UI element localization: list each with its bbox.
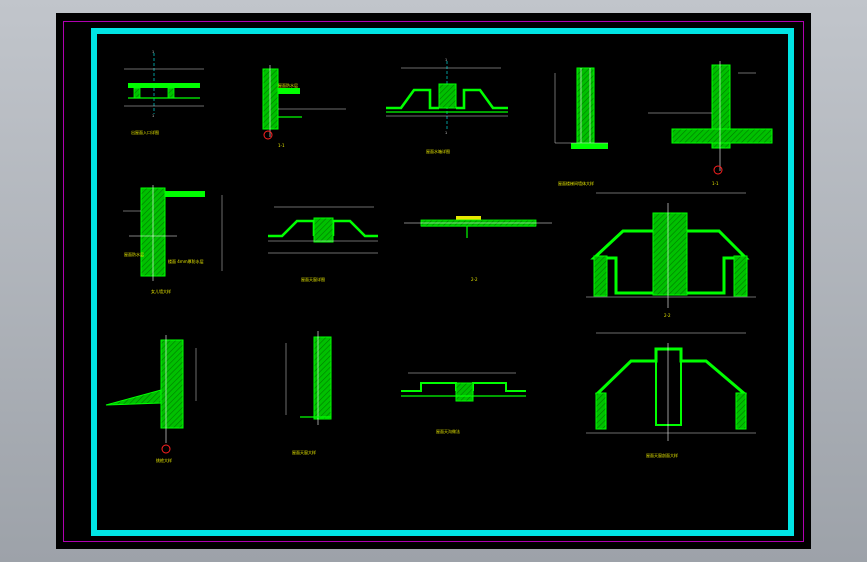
detail-d7[interactable]: 屋面天窗详图 bbox=[268, 206, 378, 282]
svg-text:屋面防水层: 屋面防水层 bbox=[124, 251, 144, 257]
detail-d5-title: 1-1 bbox=[712, 181, 719, 186]
svg-text:屋面防水层: 屋面防水层 bbox=[278, 82, 298, 88]
detail-d8[interactable]: 2-2 bbox=[404, 216, 552, 282]
detail-d5[interactable]: 1-1 bbox=[648, 61, 773, 186]
detail-d3[interactable]: 1 1 屋面水箱详图 bbox=[386, 58, 508, 154]
detail-d3-title: 屋面水箱详图 bbox=[426, 148, 450, 154]
detail-d2-title: 1-1 bbox=[278, 143, 285, 148]
svg-text:1: 1 bbox=[445, 131, 447, 135]
detail-d11-title: 屋面天窗大样 bbox=[292, 449, 316, 455]
detail-d2[interactable]: 屋面防水层 1-1 bbox=[262, 65, 346, 148]
detail-d11[interactable]: 屋面天窗大样 bbox=[285, 331, 332, 455]
svg-text:1: 1 bbox=[445, 58, 447, 62]
detail-d13[interactable]: 屋面天窗剖面大样 bbox=[586, 332, 756, 458]
detail-d8-title: 2-2 bbox=[471, 277, 478, 282]
detail-d4[interactable]: 屋面楼梯间墙体大样 bbox=[554, 67, 608, 186]
detail-d1[interactable]: 1 1 出屋面入口详图 bbox=[124, 50, 204, 135]
svg-text:1: 1 bbox=[152, 114, 154, 118]
detail-d1-title: 出屋面入口详图 bbox=[131, 129, 159, 135]
title-border bbox=[91, 28, 794, 536]
detail-d10[interactable]: 挑檐大样 bbox=[105, 335, 197, 463]
detail-d6[interactable]: 屋面防水层 楼面 4mm厚防水层 女儿墙大样 bbox=[123, 185, 223, 294]
detail-d13-title: 屋面天窗剖面大样 bbox=[646, 452, 678, 458]
svg-text:1: 1 bbox=[152, 50, 154, 54]
detail-d6-title: 女儿墙大样 bbox=[151, 288, 171, 294]
detail-d12[interactable]: 屋面天沟做法 bbox=[401, 372, 526, 434]
drawing-svg: 1 1 出屋面入口详图 屋面防水层 1-1 1 1 bbox=[105, 50, 773, 463]
svg-text:楼面 4mm厚防水层: 楼面 4mm厚防水层 bbox=[168, 258, 204, 264]
detail-d9[interactable]: 2-2 bbox=[586, 192, 756, 318]
sheet-frame bbox=[63, 21, 804, 542]
cad-drawing-canvas[interactable]: 1 1 出屋面入口详图 屋面防水层 1-1 1 1 bbox=[56, 13, 811, 549]
detail-d12-title: 屋面天沟做法 bbox=[436, 428, 460, 434]
detail-d7-title: 屋面天窗详图 bbox=[301, 276, 325, 282]
detail-d10-title: 挑檐大样 bbox=[156, 457, 172, 463]
detail-d9-title: 2-2 bbox=[664, 313, 671, 318]
detail-d4-title: 屋面楼梯间墙体大样 bbox=[558, 180, 594, 186]
